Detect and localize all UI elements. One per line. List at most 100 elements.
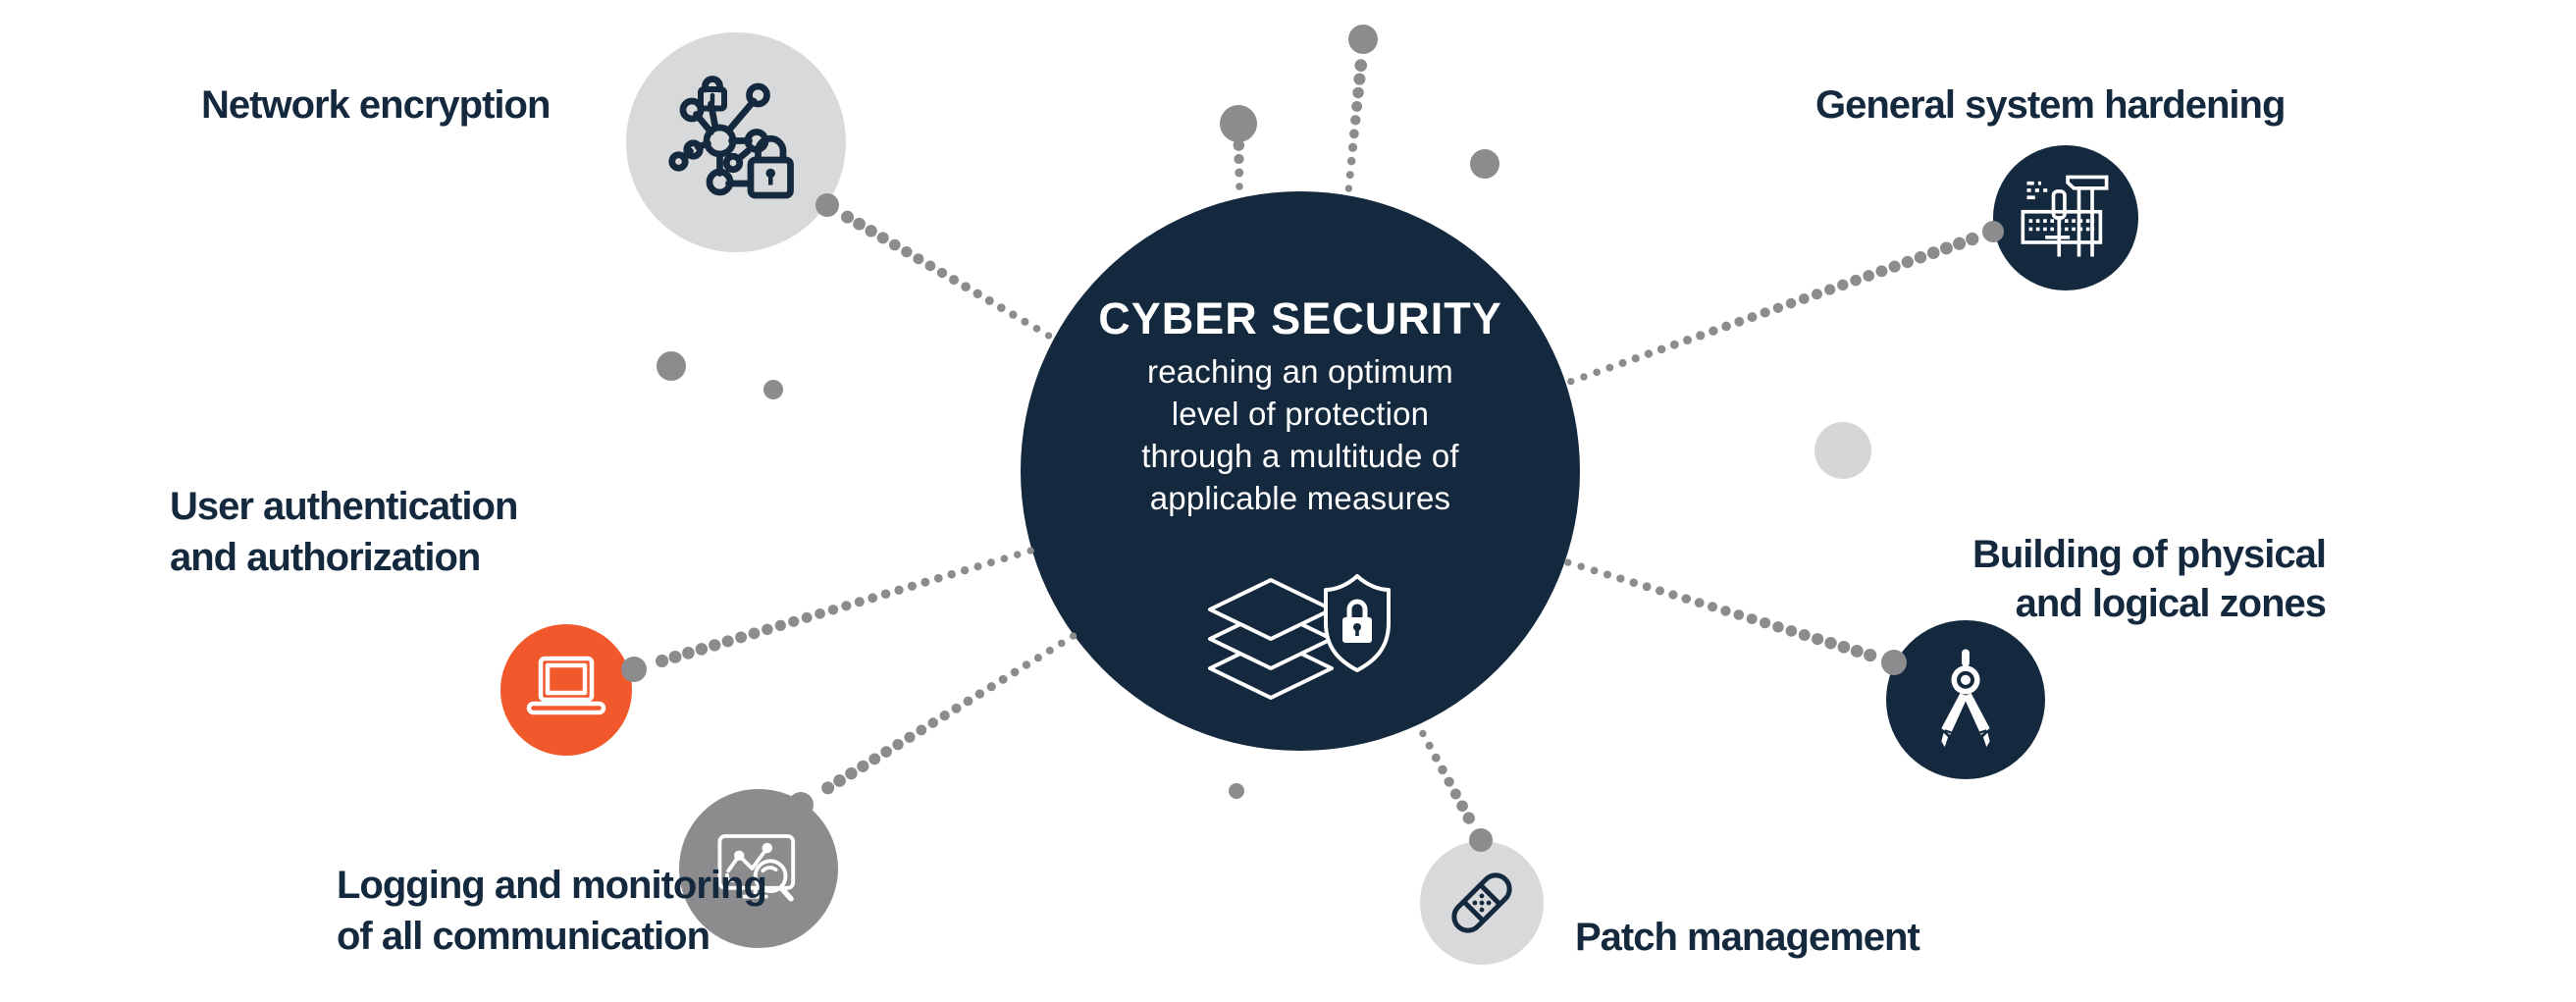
connector-dot [1644,349,1654,358]
connector-dot [1642,582,1652,592]
connector-dot [880,589,891,600]
connector-dot [1593,368,1601,377]
connector-dot [907,581,918,591]
connector-dot [951,703,962,713]
diagram-title: CYBER SECURITY [1098,293,1502,343]
connector-dot [960,566,970,575]
connector-dot [973,562,982,571]
connector-dot [1353,73,1366,85]
label-user-authentication: User authentication and authorization [170,485,518,579]
connector-dot [894,585,904,595]
connector-dot [986,558,995,567]
connector-dot [1837,279,1849,291]
connector-dot [1010,667,1020,677]
connector-dot [1656,344,1666,354]
connector-dot [1000,554,1009,563]
diagram-subtitle: reaching an optimum level of protection … [1141,353,1459,516]
connector-dot [867,593,878,604]
decorative-dot [1229,783,1244,799]
connector-dot [1914,251,1927,264]
connector-dot [854,597,865,607]
label-logging-monitoring: Logging and monitoring of all communicat… [337,864,767,958]
connector-dot [1863,270,1875,282]
laptop-icon [526,656,606,715]
connector-dot [947,569,956,579]
decorative-dot [1470,149,1499,179]
network-lock-icon [668,76,794,199]
connector-dot [974,689,985,699]
connector-dot [1352,86,1364,99]
connector-dot [1235,183,1243,190]
connector-dot [1901,255,1914,269]
connector-dot [1734,316,1745,327]
connector-dot [936,267,948,279]
connector-dot [1655,586,1665,596]
connector-dot [1760,617,1771,629]
connector-dot [1580,373,1588,381]
connector-dot [668,650,682,663]
user-authentication-circle [500,624,632,756]
label-general-system-hardening: General system hardening [1815,83,2286,127]
connector-dot [868,753,881,765]
connector-dot [916,724,927,736]
connector-dot [1966,232,1979,246]
connector-dot [1681,594,1692,604]
network-encryption-circle [626,32,846,252]
connector-dot [880,746,892,758]
decorative-dot [1220,105,1257,142]
connector-dot [986,682,996,692]
connector-dot [1772,302,1784,313]
decorative-dot [657,351,686,381]
connector-dot [1694,598,1705,608]
connector-dot [1850,274,1862,287]
connector-dot [1837,641,1851,654]
connector-dot [1721,321,1731,332]
monitor-chart-magnifier-icon [717,834,796,902]
connector-dot [1344,185,1353,192]
connector-dot [1683,336,1693,345]
connector-dot [963,696,973,707]
connector-dot [1033,654,1042,662]
general-system-hardening-circle [1993,145,2138,290]
drafting-compass-icon [1941,649,1990,748]
connector-dot [949,275,960,286]
connector-dot [913,253,924,265]
label-building-zones: Building of physical and logical zones [1971,533,2327,625]
connector-dot [1444,776,1454,787]
connector-dot [892,738,904,751]
connector-dot [1812,633,1824,646]
connector-dot [961,282,971,292]
connector-dot [904,731,916,743]
connector-dot [709,639,721,652]
connector-dot [1798,293,1810,304]
connector-dot [920,577,930,587]
decorative-dot [763,380,783,399]
connector-dot [1785,297,1797,309]
connector-dot [1811,289,1822,300]
connector-dot [1431,753,1441,763]
connector-dot [656,654,669,668]
connector-dot [1953,237,1967,250]
connector-dot [933,573,943,583]
connector-dot [821,781,835,795]
building-zones-circle [1886,620,2045,779]
connector-dot [682,647,695,659]
keyboard-tools-icon [2021,175,2109,257]
connector-dot [1233,139,1245,151]
connector-dot [865,225,877,237]
connector-dot [748,627,761,640]
connector-dot [1864,648,1877,662]
label-network-encryption: Network encryption [201,83,551,127]
connector-dot [845,766,858,780]
connector-dot [1888,260,1901,273]
layers-shield-icon [1197,562,1403,700]
connector-dot [1057,639,1066,648]
connector-dot [888,238,901,251]
connector-dot [1785,625,1798,637]
connector-dot [762,623,773,636]
connector-dot [815,608,825,619]
connector-dot [1720,606,1731,616]
connector-dot [1345,171,1354,180]
connector-dot [1746,613,1758,625]
